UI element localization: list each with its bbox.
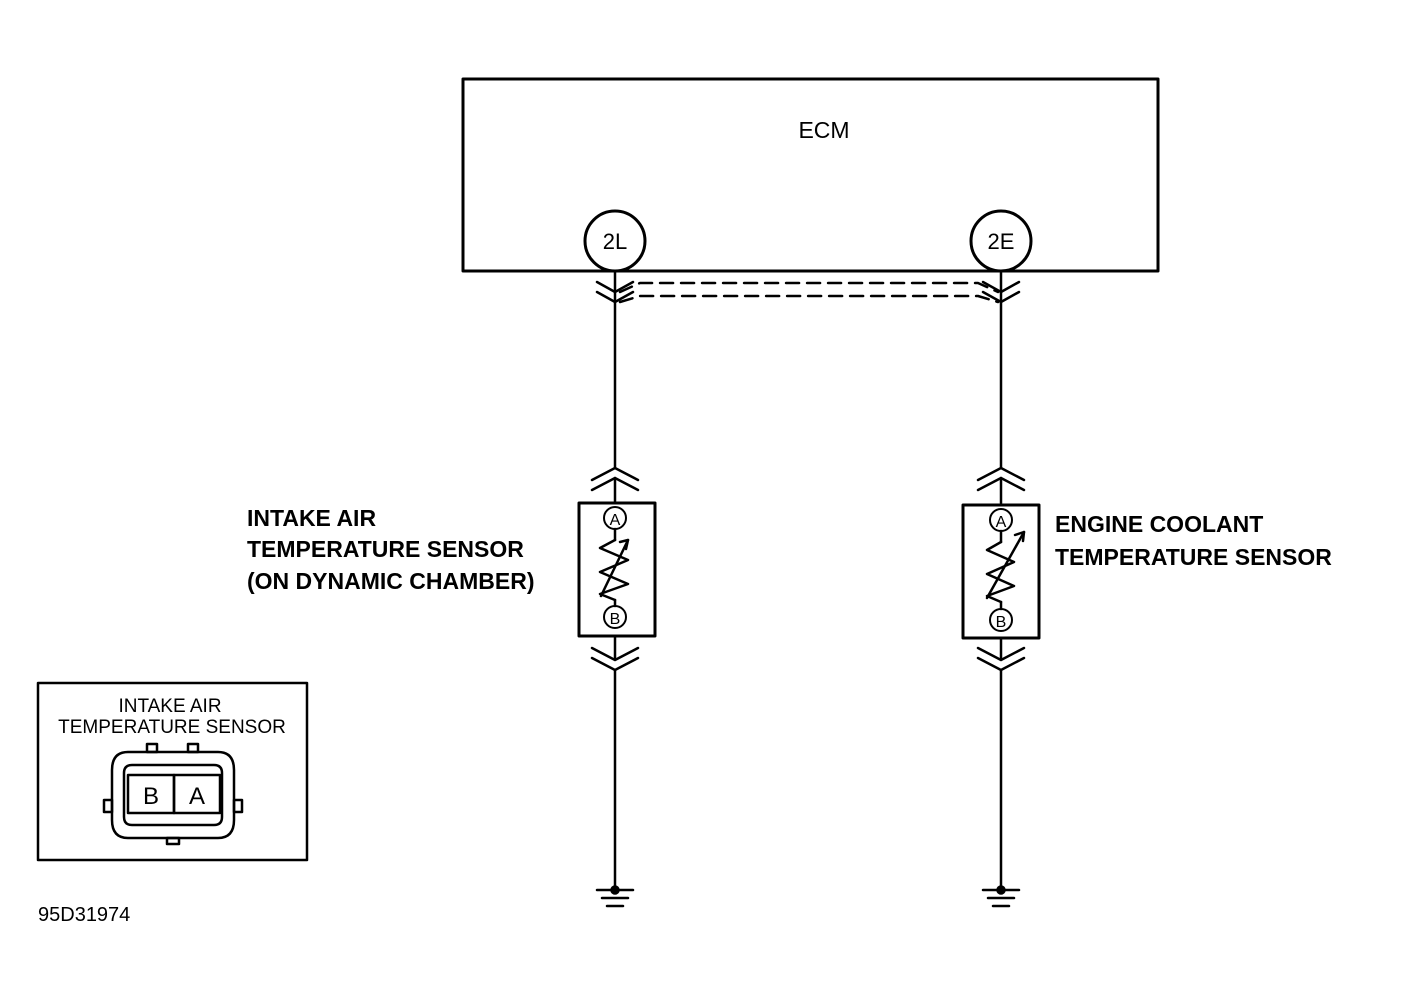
right-wire — [976, 269, 1026, 908]
left-ground-symbol — [595, 888, 635, 908]
intake-sensor-box — [577, 501, 657, 638]
intake-label-line2: TEMPERATURE SENSOR — [247, 536, 524, 562]
intake-air-temp-sensor: A B — [577, 501, 657, 638]
connector-view-box — [36, 681, 309, 862]
connector-view-line1: INTAKE AIR — [118, 696, 221, 717]
ecm-label: ECM — [798, 117, 849, 143]
coolant-sensor-label: ENGINE COOLANT TEMPERATURE SENSOR — [1055, 511, 1332, 570]
intake-pin-a: A — [610, 512, 621, 529]
coolant-pin-a: A — [996, 514, 1007, 531]
terminal-2e-label: 2E — [988, 229, 1015, 254]
connector-pin-b: B — [143, 783, 159, 810]
figure-id: 95D31974 — [38, 904, 130, 926]
terminal-2l: 2L — [583, 209, 647, 273]
ecm-module: ECM — [461, 77, 1160, 273]
coolant-label-line2: TEMPERATURE SENSOR — [1055, 544, 1332, 570]
terminal-2e: 2E — [969, 209, 1033, 273]
intake-sensor-label: INTAKE AIR TEMPERATURE SENSOR (ON DYNAMI… — [247, 505, 534, 594]
terminal-2l-label: 2L — [603, 229, 627, 254]
connector-view-line2: TEMPERATURE SENSOR — [58, 717, 286, 738]
connector-icon — [102, 742, 244, 846]
intake-pin-b: B — [610, 611, 621, 628]
connector-pin-a: A — [189, 783, 205, 810]
left-wire — [590, 269, 640, 908]
coolant-pin-b: B — [996, 614, 1007, 631]
intake-label-line3: (ON DYNAMIC CHAMBER) — [247, 568, 534, 594]
engine-coolant-temp-sensor: A B — [961, 503, 1041, 640]
shield-dashed-lines — [618, 281, 1000, 304]
coolant-label-line1: ENGINE COOLANT — [1055, 511, 1263, 537]
coolant-sensor-box — [961, 503, 1041, 640]
intake-thermistor-icon — [598, 527, 630, 608]
intake-label-line1: INTAKE AIR — [247, 505, 376, 531]
right-ground-symbol — [981, 888, 1021, 908]
connector-view-inset: INTAKE AIR TEMPERATURE SENSOR B A — [36, 681, 309, 862]
ecm-box — [461, 77, 1160, 273]
coolant-thermistor-icon — [985, 529, 1026, 611]
